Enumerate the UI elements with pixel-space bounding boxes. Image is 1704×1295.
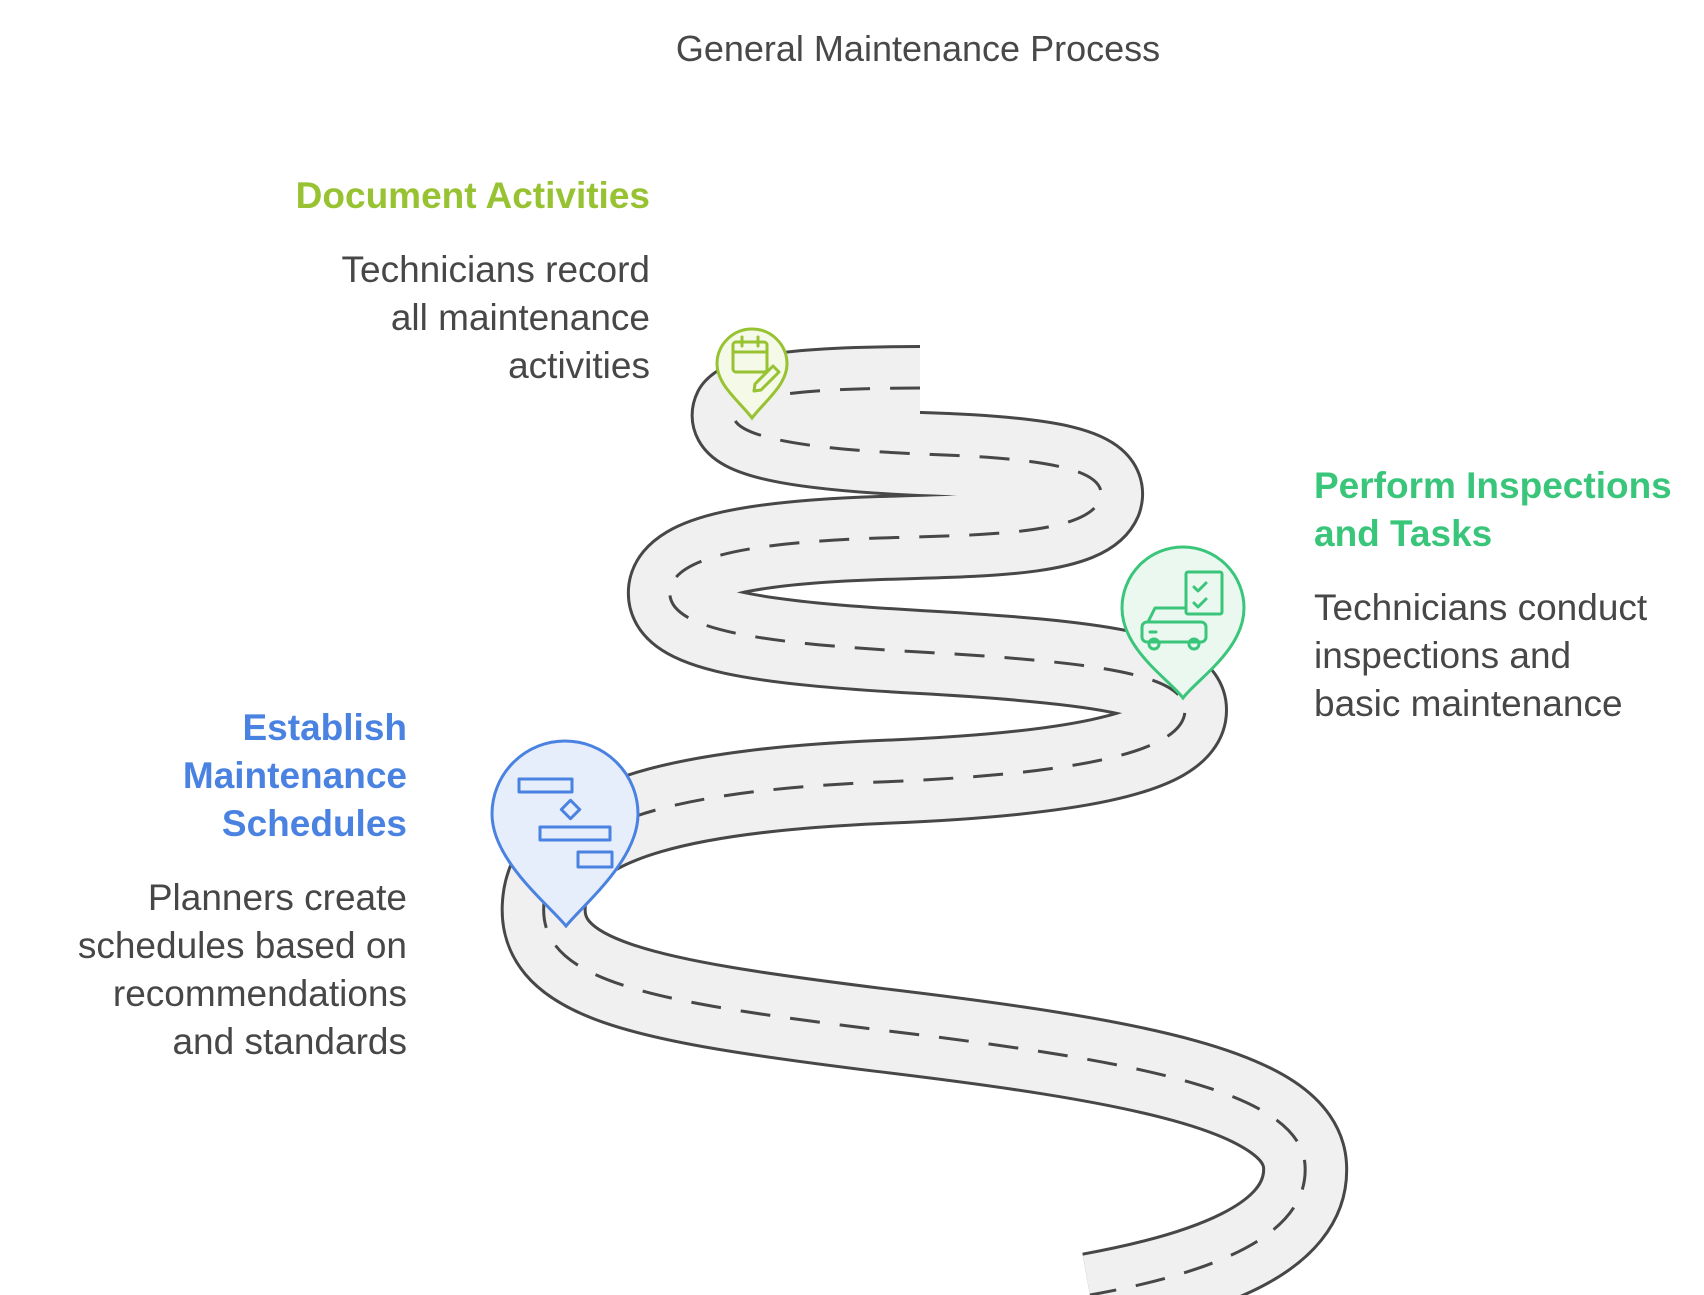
document-description: Technicians record all maintenance activ…	[150, 246, 650, 390]
schedule-description: Planners create schedules based on recom…	[20, 874, 407, 1066]
document-description-line: all maintenance	[390, 297, 650, 338]
gantt-chart-icon	[517, 777, 614, 869]
road-surface	[503, 348, 1346, 1295]
schedule-pin-shape	[490, 739, 640, 929]
schedule-pin	[490, 739, 640, 929]
document-pin	[715, 327, 789, 421]
inspect-description: Technicians conduct inspections and basi…	[1314, 584, 1694, 728]
schedule-heading-line: Establish	[242, 707, 408, 748]
schedule-heading-line: Schedules	[221, 803, 407, 844]
inspect-description-line: inspections and	[1314, 635, 1572, 676]
diagram-title: General Maintenance Process	[675, 28, 1161, 69]
document-heading-line: Document Activities	[295, 175, 650, 216]
schedule-description-line: Planners create	[147, 877, 407, 918]
road-center-dash	[542, 386, 1307, 1295]
inspect-heading: Perform Inspections and Tasks	[1314, 462, 1694, 558]
document-description-line: Technicians record	[341, 249, 650, 290]
winding-road	[500, 345, 1349, 1295]
schedule-description-line: recommendations	[112, 973, 407, 1014]
inspect-description-line: Technicians conduct	[1314, 587, 1648, 628]
schedule-heading-line: Maintenance	[182, 755, 407, 796]
document-heading: Document Activities	[150, 172, 650, 220]
inspect-heading-line: and Tasks	[1314, 513, 1493, 554]
document-description-line: activities	[508, 345, 650, 386]
schedule-description-line: schedules based on	[77, 925, 407, 966]
inspect-pin	[1120, 545, 1246, 701]
inspect-heading-line: Perform Inspections	[1314, 465, 1672, 506]
inspect-description-line: basic maintenance	[1314, 683, 1623, 724]
car-checklist-icon	[1140, 570, 1224, 651]
schedule-description-line: and standards	[172, 1021, 407, 1062]
schedule-heading: Establish Maintenance Schedules	[20, 704, 407, 848]
calendar-edit-icon	[731, 335, 781, 393]
